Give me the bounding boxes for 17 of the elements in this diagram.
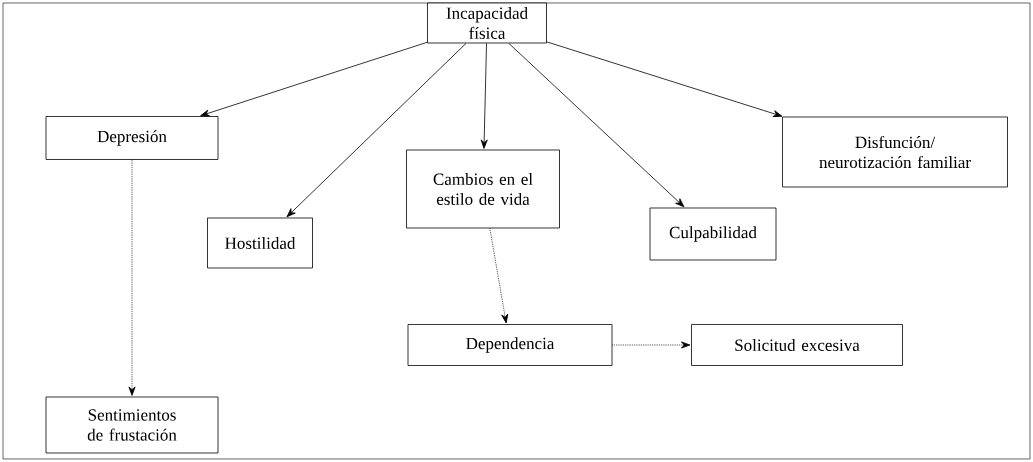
text-box: Culpabilidad — [649, 207, 777, 261]
arrow — [612, 341, 691, 349]
arrow — [480, 43, 488, 149]
text-box: Incapacidad física — [427, 2, 547, 44]
arrow — [286, 43, 467, 218]
text-box: Depresión — [45, 116, 219, 160]
arrow — [546, 41, 783, 118]
arrow — [200, 41, 428, 117]
arrow — [508, 43, 685, 208]
text-box: Hostilidad — [207, 217, 313, 269]
text-box: Cambios en el estilo de vida — [406, 149, 560, 229]
text-box: Solicitud excesiva — [691, 324, 903, 366]
text-box: Sentimientos de frustación — [45, 396, 219, 454]
arrow — [128, 159, 136, 396]
text-box: Disfunción/ neurotización familiar — [782, 116, 1008, 188]
text-box: Dependencia — [407, 324, 613, 366]
arrow — [489, 228, 509, 324]
